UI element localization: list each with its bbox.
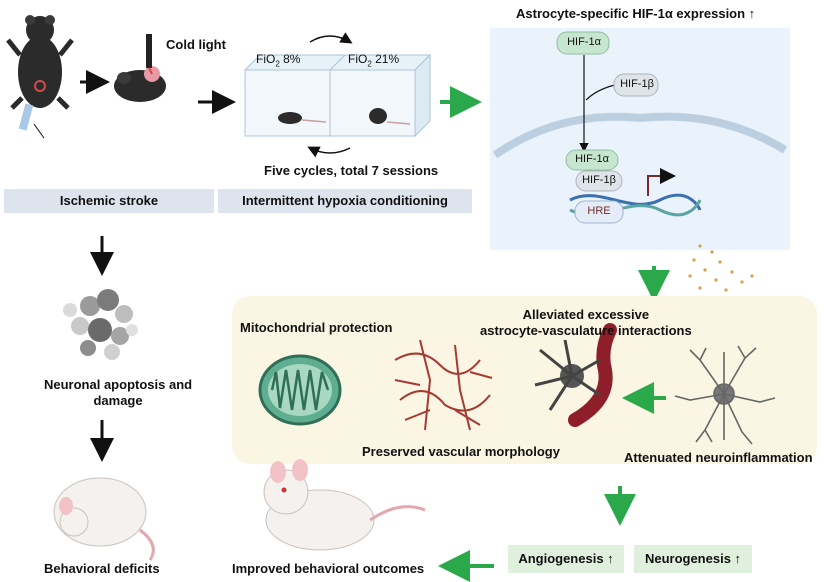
deficits-label: Behavioral deficits	[44, 561, 160, 576]
cold-light-label: Cold light	[166, 37, 226, 52]
transcription-arrow	[647, 168, 676, 196]
vascular-morphology-label: Preserved vascular morphology	[362, 444, 560, 459]
neurogenesis-tag: Neurogenesis ↑	[634, 545, 752, 573]
hypoxia-chambers	[243, 53, 432, 138]
hif1a-bound-pill	[565, 149, 619, 171]
fio2-low-sub: 2	[275, 59, 280, 69]
improved-outcomes-label: Improved behavioral outcomes	[232, 561, 425, 576]
neuroinflammation-label: Attenuated neuroinflammation	[624, 450, 813, 465]
mitochondrion-illustration	[258, 354, 342, 426]
fio2-low-value: 8%	[279, 52, 301, 66]
ischemic-stroke-box: Ischemic stroke	[4, 189, 214, 213]
astrocyte-title: Astrocyte-specific HIF-1α expression ↑	[516, 6, 756, 21]
microglia-illustration	[674, 345, 776, 445]
hif1a-pill	[556, 31, 610, 55]
cell-panel	[490, 28, 790, 250]
cycles-label: Five cycles, total 7 sessions	[264, 163, 439, 178]
fio2-high-label: FiO2 21%	[348, 52, 399, 68]
hypoxia-conditioning-box: Intermittent hypoxia conditioning	[218, 189, 472, 213]
astrocyte-vessel-illustration	[534, 323, 617, 427]
hif1a-label: HIF-1α	[567, 36, 601, 48]
cycle-arrow-top	[309, 32, 353, 44]
hif1b-label: HIF-1β	[620, 78, 654, 90]
apoptosis-label: Neuronal apoptosis and damage	[44, 377, 193, 408]
vascular-network-illustration	[394, 339, 493, 431]
hif1b-pill	[613, 73, 659, 97]
apoptotic-cells-illustration	[63, 289, 138, 360]
hre-pill	[574, 200, 624, 224]
fio2-high-prefix: FiO	[348, 52, 368, 66]
coldlight-mouse-illustration	[114, 34, 166, 102]
alleviated-label: Alleviated excessive astrocyte-vasculatu…	[480, 307, 692, 338]
fio2-high-sub: 2	[367, 59, 372, 69]
hif1b-bound-pill	[575, 170, 623, 192]
cycle-arrow-bottom	[307, 146, 351, 158]
sick-mouse-illustration	[53, 477, 155, 561]
nuclear-membrane	[492, 112, 788, 159]
angiogenesis-tag: Angiogenesis ↑	[508, 545, 624, 573]
fio2-high-value: 21%	[371, 52, 400, 66]
fio2-low-label: FiO2 8%	[256, 52, 300, 68]
dna-strand-1	[569, 193, 702, 211]
hif1a-bound-label: HIF-1α	[575, 153, 609, 165]
mito-protection-label: Mitochondrial protection	[240, 320, 393, 335]
fio2-low-prefix: FiO	[256, 52, 276, 66]
hre-label: HRE	[587, 205, 611, 217]
healthy-mouse-illustration	[263, 459, 426, 551]
surgery-mouse-illustration	[6, 15, 74, 139]
effects-panel	[232, 296, 817, 464]
hif1b-bound-label: HIF-1β	[582, 174, 616, 186]
